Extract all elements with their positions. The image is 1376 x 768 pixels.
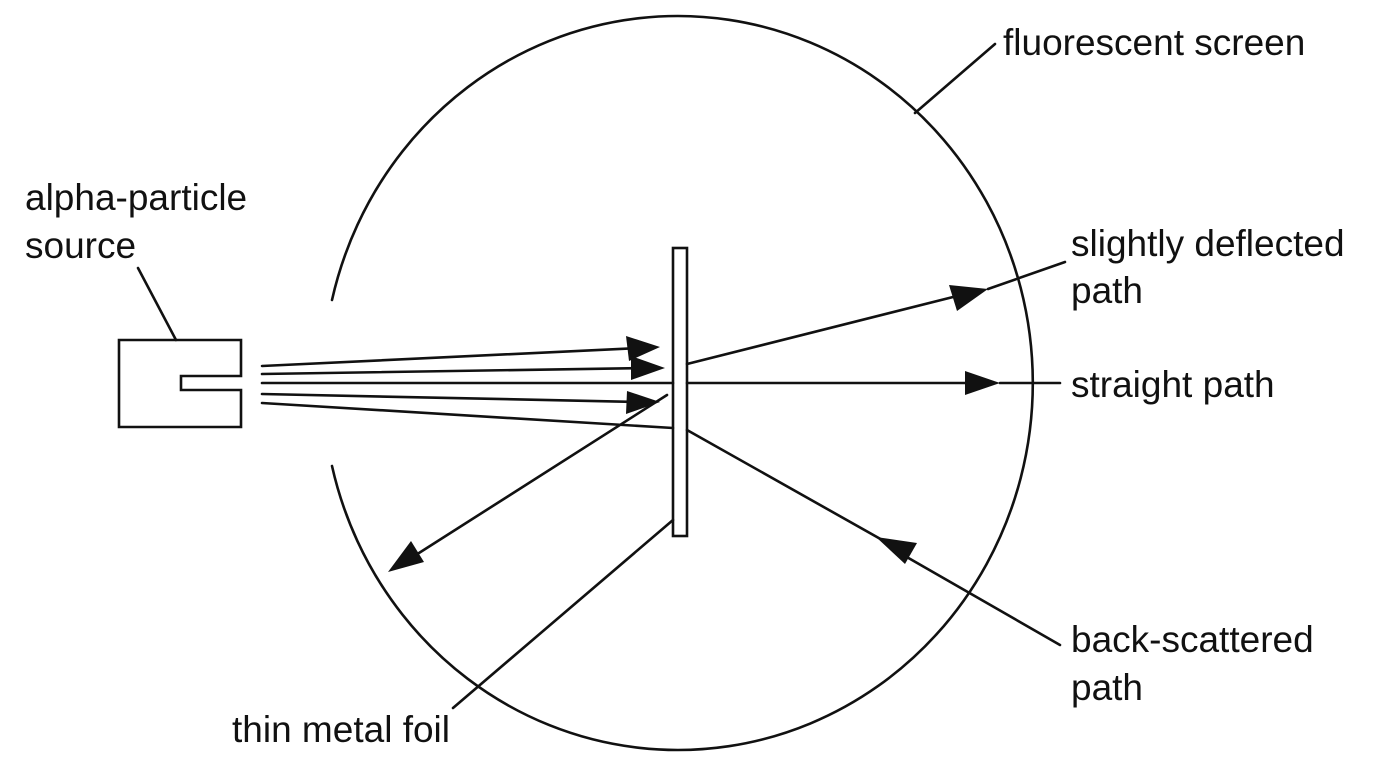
incoming-path-1 [260, 346, 642, 368]
lower-deflected-path [685, 428, 902, 552]
incoming-arrowhead-4 [626, 391, 660, 414]
incoming-arrowhead-1 [626, 336, 660, 361]
deflected-label-line1: slightly deflected [1071, 223, 1345, 264]
straight-label: straight path [1071, 364, 1275, 405]
back-scattered-leader-line [903, 554, 1062, 647]
back-scattered-path [406, 393, 669, 562]
foil-label: thin metal foil [232, 709, 450, 750]
back-scattered-arrowhead [388, 541, 424, 572]
source-label-line2: source [25, 225, 136, 266]
source-label-line1: alpha-particle [25, 177, 247, 218]
alpha-source-box [117, 338, 243, 429]
incoming-path-5 [260, 401, 675, 430]
deflected-path [685, 292, 967, 366]
incoming-path-2 [260, 366, 647, 376]
incoming-path-4 [260, 392, 642, 404]
straight-arrowhead [965, 371, 1000, 395]
deflected-leader-line [986, 260, 1067, 291]
foil-leader-line [451, 518, 675, 710]
back-scattered-label-line2: path [1071, 667, 1143, 708]
source-leader-line [136, 266, 178, 342]
deflected-arrowhead [949, 285, 988, 311]
thin-metal-foil [671, 246, 689, 538]
back-scattered-label-line1: back-scattered [1071, 619, 1314, 660]
screen-leader-line [913, 42, 997, 115]
screen-label: fluorescent screen [1003, 22, 1305, 63]
deflected-label-line2: path [1071, 270, 1143, 311]
incoming-arrowhead-2 [631, 356, 665, 380]
